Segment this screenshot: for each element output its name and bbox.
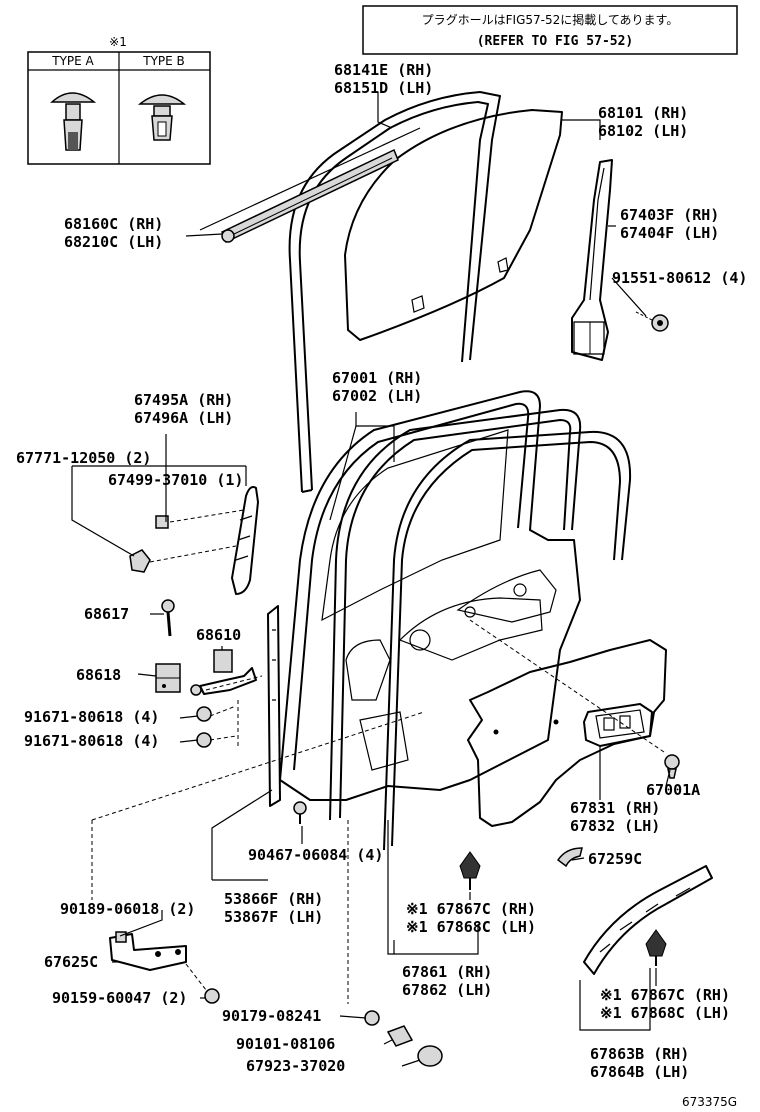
label-67001A: 67001A <box>646 781 700 799</box>
hinge-cover <box>267 605 281 807</box>
belt-moulding <box>221 148 399 244</box>
lower-weatherstrip <box>583 865 713 975</box>
seal-67259c <box>556 847 583 868</box>
door-scuff-plate <box>231 486 259 595</box>
front-door-panel <box>279 390 581 801</box>
label-68160C: 68160C (RH) <box>64 215 163 233</box>
plug-67923-icon <box>417 1045 443 1067</box>
bracket-67625c <box>109 933 187 971</box>
door-glass <box>199 109 563 341</box>
bolt-90159-icon <box>204 988 220 1004</box>
door-hinge <box>155 663 181 693</box>
label-67495A: 67495A (RH) <box>134 391 233 409</box>
door-check <box>190 649 257 696</box>
hinge-pin-icon <box>161 599 175 637</box>
label-67403F: 67403F (RH) <box>620 206 719 224</box>
door-weatherstrip-inner <box>329 408 582 821</box>
label-68617: 68617 <box>84 605 129 623</box>
label-90101: 90101-08106 <box>236 1035 335 1053</box>
label-67831: 67831 (RH) <box>570 799 660 817</box>
clip-type-b-icon <box>137 94 187 141</box>
label-67867C-a: ※1 67867C (RH) <box>406 900 536 918</box>
leader-lines <box>71 92 671 1067</box>
note-box: プラグホールはFIG57-52に掲載してあります。 (REFER TO FIG … <box>362 5 738 55</box>
note-line-2: (REFER TO FIG 57-52) <box>477 34 634 49</box>
type-b-label: TYPE B <box>142 54 185 68</box>
label-68102: 68102 (LH) <box>598 122 688 140</box>
clip-type-box: ※1 TYPE A TYPE B <box>27 35 211 165</box>
part-labels: 68141E (RH) 68151D (LH) 68101 (RH) 68102… <box>16 61 747 1109</box>
bolt-90189-icon <box>115 931 127 943</box>
bolt-90101-icon <box>386 1025 414 1047</box>
bolt-91551-icon <box>635 311 669 332</box>
label-67832: 67832 (LH) <box>570 817 660 835</box>
clip-67867c-upper-icon <box>459 851 481 890</box>
label-67259C: 67259C <box>588 850 642 868</box>
clip-90467-icon <box>293 801 307 824</box>
label-90159: 90159-60047 (2) <box>52 989 187 1007</box>
label-68210C: 68210C (LH) <box>64 233 163 251</box>
label-90467: 90467-06084 (4) <box>248 846 383 864</box>
label-67868C-b: ※1 67868C (LH) <box>600 1004 730 1022</box>
label-68151D: 68151D (LH) <box>334 79 433 97</box>
clip-67867c-lower-icon <box>645 929 667 966</box>
label-91671-b: 91671-80618 (4) <box>24 732 159 750</box>
label-91671-a: 91671-80618 (4) <box>24 708 159 726</box>
glass-run-channel <box>288 91 501 493</box>
label-90179: 90179-08241 <box>222 1007 321 1025</box>
note-line-1: プラグホールはFIG57-52に掲載してあります。 <box>422 12 679 27</box>
label-67496A: 67496A (LH) <box>134 409 233 427</box>
label-68618: 68618 <box>76 666 121 684</box>
label-53866F: 53866F (RH) <box>224 890 323 908</box>
label-67771: 67771-12050 (2) <box>16 449 151 467</box>
label-53867F: 53867F (LH) <box>224 908 323 926</box>
label-67864B: 67864B (LH) <box>590 1063 689 1081</box>
type-box-marker: ※1 <box>109 35 127 49</box>
label-68610: 68610 <box>196 626 241 644</box>
label-67862: 67862 (LH) <box>402 981 492 999</box>
division-bar <box>571 159 613 361</box>
label-67404F: 67404F (LH) <box>620 224 719 242</box>
label-67867C-b: ※1 67867C (RH) <box>600 986 730 1004</box>
label-67001: 67001 (RH) <box>332 369 422 387</box>
label-67002: 67002 (LH) <box>332 387 422 405</box>
label-67861: 67861 (RH) <box>402 963 492 981</box>
label-67868C-a: ※1 67868C (LH) <box>406 918 536 936</box>
label-67625C: 67625C <box>44 953 98 971</box>
label-90189: 90189-06018 (2) <box>60 900 195 918</box>
label-67499: 67499-37010 (1) <box>108 471 243 489</box>
figure-id: 673375G <box>682 1095 737 1109</box>
door-trim-board <box>467 639 667 827</box>
door-weatherstrip-outer <box>383 430 632 851</box>
label-91551: 91551-80612 (4) <box>612 269 747 287</box>
clip-67001a-icon <box>664 754 680 779</box>
bolt-91671-icon <box>196 700 239 748</box>
type-a-label: TYPE A <box>51 54 94 68</box>
label-67923: 67923-37020 <box>246 1057 345 1075</box>
clip-67771-icon <box>129 549 151 573</box>
clip-type-a-icon <box>50 92 97 151</box>
label-68101: 68101 (RH) <box>598 104 688 122</box>
label-68141E: 68141E (RH) <box>334 61 433 79</box>
nut-90179-icon <box>364 1010 380 1026</box>
label-67863B: 67863B (RH) <box>590 1045 689 1063</box>
clip-67499-icon <box>155 515 169 529</box>
